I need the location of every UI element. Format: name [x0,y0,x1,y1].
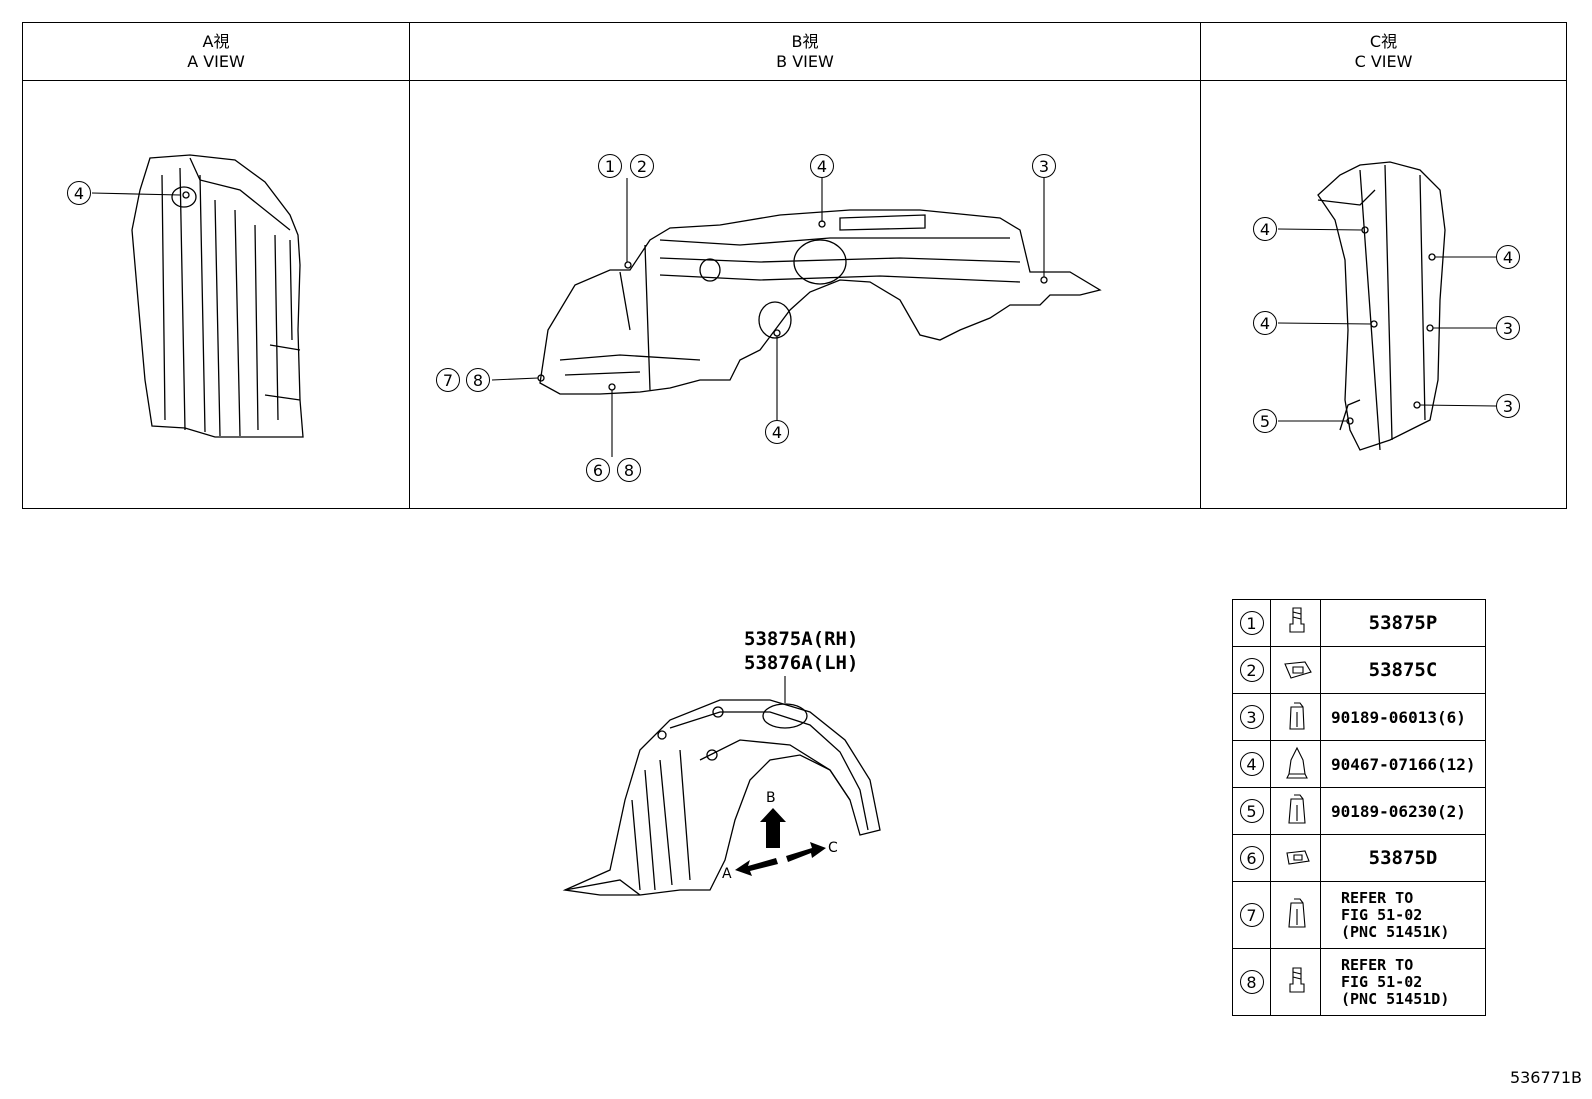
bolt-screw-icon [1270,599,1321,647]
legend-part-number: 53875P [1320,599,1486,647]
view-c-title-jp: C視 [1369,32,1398,51]
parts-legend-table: 1 53875P 2 53875C 3 90189-06013(6) 4 904… [1232,599,1486,1016]
view-c-header: C視 C VIEW [1201,23,1566,81]
legend-row: 8 REFER TO FIG 51-02 (PNC 51451D) [1232,948,1486,1016]
view-b-panel: B視 B VIEW [410,23,1201,508]
legend-part-reference: REFER TO FIG 51-02 (PNC 51451K) [1320,881,1486,949]
bolt-screw-icon [1270,948,1321,1016]
view-c-liner-drawing [1317,161,1446,451]
legend-number: 8 [1239,970,1264,994]
part-label-rh: 53875A(RH) [744,628,859,650]
legend-part-number: 90467-07166(12) [1320,740,1486,788]
legend-row: 7 REFER TO FIG 51-02 (PNC 51451K) [1232,881,1486,949]
callout-b-8b: 8 [617,458,641,482]
legend-row: 3 90189-06013(6) [1232,693,1486,741]
legend-row: 2 53875C [1232,646,1486,694]
callout-b-8a: 8 [466,368,490,392]
callout-b-4-bottom: 4 [765,420,789,444]
views-panel: A視 A VIEW B視 B VIEW C視 C VIEW [22,22,1567,509]
callout-b-7: 7 [436,368,460,392]
legend-part-number: 90189-06230(2) [1320,787,1486,835]
callout-c-4-mid-left: 4 [1253,311,1277,335]
arrow-label-b: B [766,790,776,806]
clip-nut-icon [1270,646,1321,694]
legend-row: 5 90189-06230(2) [1232,787,1486,835]
push-clip-icon [1270,693,1321,741]
legend-number: 5 [1239,799,1264,823]
arrow-label-a: A [722,866,732,882]
view-a-title-jp: A視 [202,32,230,51]
legend-number: 4 [1239,752,1264,776]
legend-part-number: 90189-06013(6) [1320,693,1486,741]
arrow-label-c: C [828,840,838,856]
legend-part-number: 53875C [1320,646,1486,694]
callout-b-1: 1 [598,154,622,178]
legend-part-number: 53875D [1320,834,1486,882]
legend-number: 2 [1239,658,1264,682]
legend-number: 1 [1239,611,1264,635]
part-label-lh: 53876A(LH) [744,652,859,674]
callout-b-4-top: 4 [810,154,834,178]
direction-arrows [735,808,826,876]
callout-c-5: 5 [1253,409,1277,433]
main-liner-drawing [562,699,881,896]
view-b-title-en: B VIEW [776,52,834,71]
callout-c-3-mid-right: 3 [1496,316,1520,340]
view-b-title-jp: B視 [791,32,819,51]
push-clip-icon [1270,787,1321,835]
leader-lines [91,178,1497,457]
callout-c-4-top-left: 4 [1253,217,1277,241]
view-c-title-en: C VIEW [1354,52,1413,71]
view-b-liner-drawing [537,209,1102,395]
legend-number: 3 [1239,705,1264,729]
callout-b-3: 3 [1032,154,1056,178]
legend-row: 4 90467-07166(12) [1232,740,1486,788]
callout-b-6: 6 [586,458,610,482]
legend-row: 6 53875D [1232,834,1486,882]
legend-row: 1 53875P [1232,599,1486,647]
view-a-liner-drawing [131,154,304,438]
legend-number: 6 [1239,846,1264,870]
legend-part-reference: REFER TO FIG 51-02 (PNC 51451D) [1320,948,1486,1016]
view-c-panel: C視 C VIEW [1201,23,1566,508]
legend-number: 7 [1239,903,1264,927]
callout-c-4-top-right: 4 [1496,245,1520,269]
view-a-header: A視 A VIEW [23,23,409,81]
rivet-clip-icon [1270,740,1321,788]
view-a-title-en: A VIEW [187,52,245,71]
callout-c-3-bottom-right: 3 [1496,394,1520,418]
figure-code: 536771B [1509,1068,1582,1087]
push-clip-icon [1270,881,1321,949]
callout-b-2: 2 [630,154,654,178]
clip-nut-icon [1270,834,1321,882]
callout-a-4: 4 [67,181,91,205]
view-b-header: B視 B VIEW [410,23,1200,81]
view-a-panel: A視 A VIEW [23,23,410,508]
